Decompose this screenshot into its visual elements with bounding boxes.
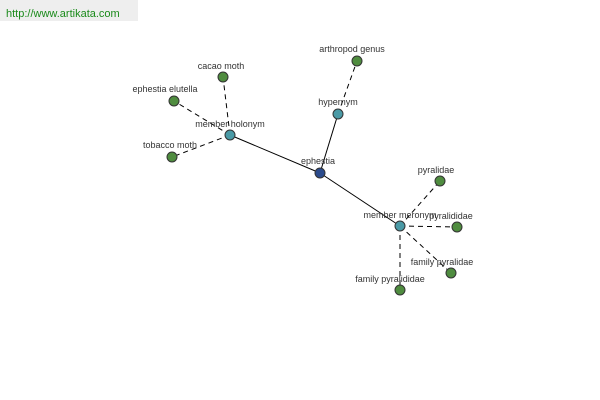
node-tobacco-moth[interactable] [166, 151, 178, 163]
edge-member-holonym-to-cacao-moth [222, 76, 231, 136]
site-watermark: http://www.artikata.com [0, 0, 138, 21]
node-label-pyralidae[interactable]: pyralidae [418, 165, 455, 175]
edge-ephestia-to-member-meronym [319, 172, 401, 227]
node-family-pyralididae[interactable] [394, 284, 406, 296]
edge-ephestia-to-hypernym [319, 113, 339, 174]
edge-member-meronym-to-pyralidae [399, 180, 441, 227]
node-label-tobacco-moth[interactable]: tobacco moth [143, 140, 197, 150]
node-pyralididae[interactable] [451, 221, 463, 233]
edge-member-meronym-to-pyralididae [399, 225, 458, 228]
node-arthropod-genus[interactable] [351, 55, 363, 67]
edge-hypernym-to-arthropod-genus [337, 60, 358, 115]
node-hypernym[interactable] [332, 108, 344, 120]
node-label-family-pyralididae[interactable]: family pyralididae [355, 274, 425, 284]
node-label-ephestia-elutella[interactable]: ephestia elutella [132, 84, 197, 94]
node-label-member-holonym[interactable]: member holonym [195, 119, 265, 129]
node-label-pyralididae[interactable]: pyralididae [429, 211, 473, 221]
node-member-meronym[interactable] [394, 220, 406, 232]
node-ephestia-elutella[interactable] [168, 95, 180, 107]
node-label-member-meronym[interactable]: member meronym [363, 210, 436, 220]
edge-member-holonym-to-tobacco-moth [171, 134, 231, 158]
edge-member-holonym-to-ephestia-elutella [173, 100, 231, 136]
node-label-ephestia[interactable]: ephestia [301, 156, 335, 166]
graph-nodes: ephestia hypernym member holonym member mer… [132, 44, 474, 296]
node-pyralidae[interactable] [434, 175, 446, 187]
node-label-cacao-moth[interactable]: cacao moth [198, 61, 245, 71]
node-cacao-moth[interactable] [217, 71, 229, 83]
node-label-arthropod-genus[interactable]: arthropod genus [319, 44, 385, 54]
graph-edges [171, 60, 458, 290]
node-member-holonym[interactable] [224, 129, 236, 141]
site-link[interactable]: http://www.artikata.com [6, 8, 120, 20]
edge-ephestia-to-member-holonym [229, 134, 321, 174]
node-label-hypernym[interactable]: hypernym [318, 97, 358, 107]
node-ephestia[interactable] [314, 167, 326, 179]
edge-member-meronym-to-family-pyralidae [399, 225, 452, 274]
node-family-pyralidae[interactable] [445, 267, 457, 279]
node-label-family-pyralidae[interactable]: family pyralidae [411, 257, 474, 267]
